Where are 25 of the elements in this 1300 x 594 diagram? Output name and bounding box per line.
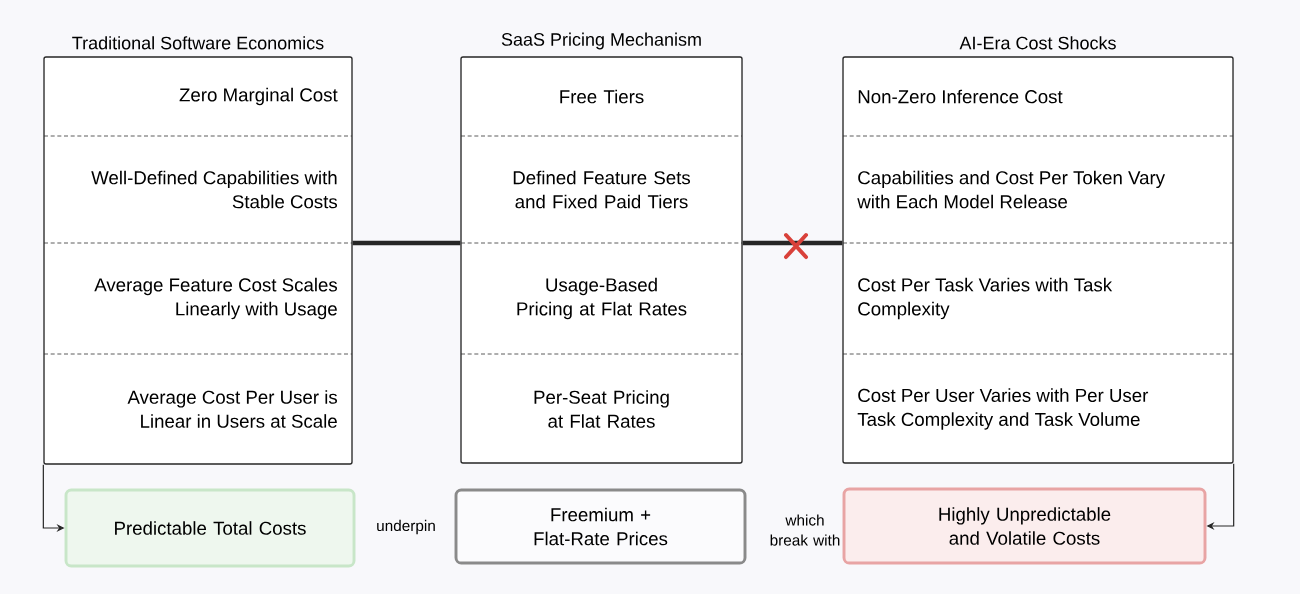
row-text: Zero Marginal Cost <box>179 87 338 106</box>
connector <box>352 240 461 246</box>
row-text: Per-Seat Pricing at Flat Rates <box>534 390 669 428</box>
column-heading: Traditional Software Economics <box>72 36 324 50</box>
row-text: Cost Per Task Varies with Task Complexity <box>858 277 1113 320</box>
row-text: Usage-Based Pricing at Flat Rates <box>517 277 687 320</box>
column-heading: SaaS Pricing Mechanism <box>501 32 701 50</box>
outcome-box: Predictable Total Costs <box>64 488 356 568</box>
row-text: Capabilities and Cost Per Token Vary with Each Model Release <box>857 170 1165 209</box>
column-heading: AI-Era Cost Shocks <box>959 36 1116 50</box>
row-text: Defined Feature Sets and Fixed Paid Tiers <box>513 170 691 209</box>
connector <box>742 240 843 246</box>
outcome-box: Highly Unpredictable and Volatile Costs <box>842 487 1207 565</box>
row-text: Non-Zero Inference Cost <box>858 89 1063 104</box>
column-box <box>460 56 743 464</box>
connector-label: which break with <box>770 514 840 546</box>
row-text: Average Cost Per User is Linear in Users at Scale <box>127 390 338 428</box>
column-box <box>43 56 353 465</box>
row-text: Cost Per User Varies with Per User Task Complexity and Task Volume <box>857 388 1149 430</box>
outcome-box: Freemium + Flat-Rate Prices <box>454 488 747 565</box>
connector-label: underpin <box>377 519 435 535</box>
column-box <box>842 56 1234 464</box>
row-text: Free Tiers <box>560 89 644 104</box>
row-text: Average Feature Cost Scales Linearly with Usage <box>94 277 337 320</box>
row-text: Well-Defined Capabilities with Stable Costs <box>91 170 338 209</box>
